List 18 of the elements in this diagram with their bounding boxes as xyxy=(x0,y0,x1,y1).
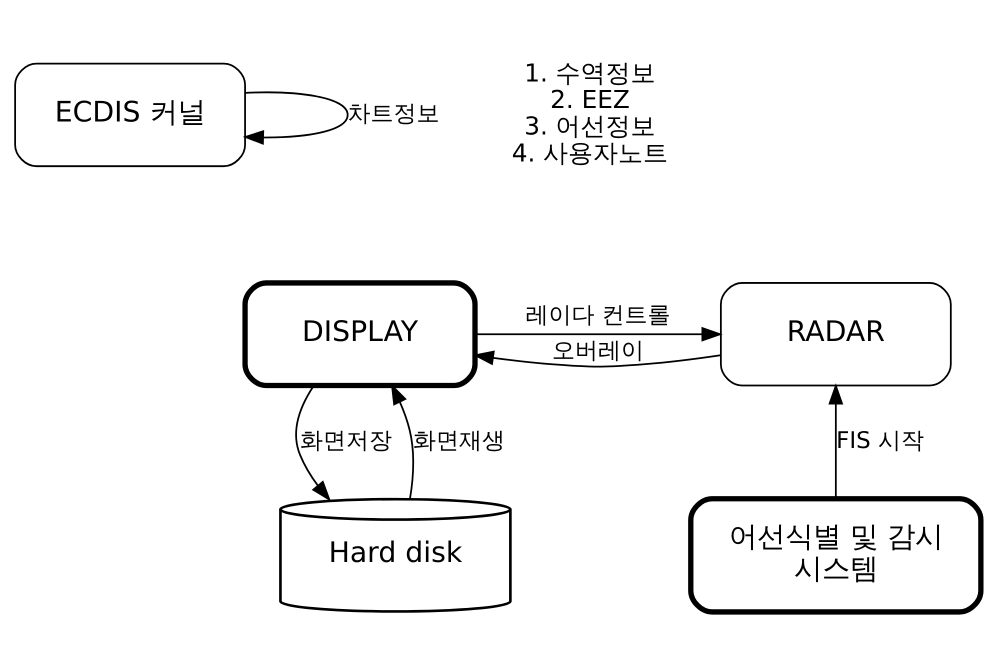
arrow xyxy=(295,385,331,502)
label: 2. EEZ xyxy=(550,85,630,114)
arrow xyxy=(828,383,844,499)
arrow xyxy=(242,92,349,145)
edge-label: FIS 시작 xyxy=(836,428,924,454)
node-box: DISPLAY xyxy=(242,280,478,388)
node-box: ECDIS 커널 xyxy=(14,62,246,168)
edge-label: 화면재생 xyxy=(413,428,506,454)
label: 4. 사용자노트 xyxy=(512,138,668,168)
edge-label: 레이다 컨트롤 xyxy=(525,302,671,329)
node-box: RADAR xyxy=(720,282,952,386)
edge-label: 차트정보 xyxy=(348,100,440,127)
label: 3. 어선정보 xyxy=(524,112,656,141)
label: 1. 수역정보 xyxy=(524,58,656,88)
node-box: 어선식별 및 감시 시스템 xyxy=(688,496,984,615)
arrow xyxy=(475,326,723,342)
edge-label: 화면저장 xyxy=(300,428,392,454)
edge-label: 오버레이 xyxy=(552,338,644,364)
